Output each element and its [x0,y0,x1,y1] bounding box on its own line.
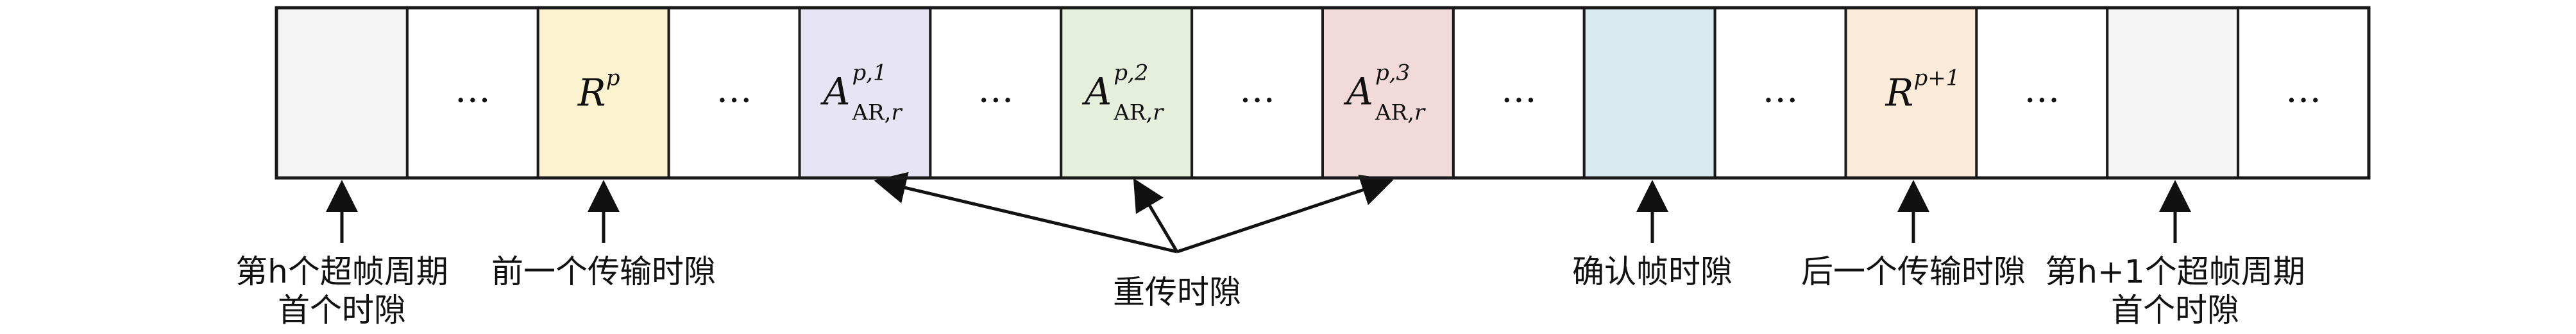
slot-symbol-superscript: p [606,66,620,91]
slot-ellipsis: … [1239,69,1275,111]
caption-next-tx: 后一个传输时隙 [1801,253,2026,290]
slot-row-frame [275,6,2371,180]
slot-symbol-superscript: p,2 [1114,60,1148,86]
slot-0 [275,6,409,179]
slot-1 [405,6,539,179]
slot-symbol-a: A [820,70,850,114]
slot-symbol-a: A [1081,70,1112,114]
caption-ack: 确认帧时隙 [1572,253,1733,290]
label-arrows [326,171,2191,254]
slot-symbol-subscript: AR,r [851,100,902,126]
slot-symbol-a: A [1343,70,1373,114]
slot-ellipsis: … [978,69,1013,111]
slot-ellipsis: … [716,69,752,111]
caption-first-slot-h1-line2: 首个时隙 [2111,292,2239,329]
slot-ellipsis: … [455,69,491,111]
slot-symbol-subscript: AR,r [1375,100,1426,126]
slot-2 [536,6,670,179]
slot-ellipsis: … [2024,69,2060,111]
slot-symbol-superscript: p,3 [1375,60,1410,86]
slot-ellipsis: … [2285,69,2321,111]
arrow-retx-2 [1133,178,1179,253]
slot-symbol-r: R [577,71,606,115]
slot-ellipsis: … [1763,69,1799,111]
caption-retx: 重传时隙 [1113,274,1241,311]
slot-symbol-superscript: p,1 [852,60,886,86]
slot-ellipsis: … [1501,69,1537,111]
slot-6 [1060,6,1194,179]
slot-8 [1321,6,1455,179]
slot-9 [1452,6,1586,179]
slot-symbol-superscript: p+1 [1913,66,1960,91]
arrow-retx-3 [1176,174,1394,254]
arrow-retx-1 [874,171,1178,254]
slot-12 [1844,6,1978,179]
slot-symbol-r: R [1885,71,1914,115]
slot-symbol-subscript: AR,r [1113,100,1164,126]
slot-15 [2237,6,2370,179]
caption-first-slot-h-line1: 第h个超帧周期 [235,253,448,290]
caption-first-slot-h-line2: 首个时隙 [278,292,406,329]
slot-14 [2106,6,2240,179]
slot-4 [798,6,932,179]
caption-prev-tx: 前一个传输时隙 [491,253,716,290]
slot-10 [1582,6,1716,179]
caption-first-slot-h1-line1: 第h+1个超帧周期 [2045,253,2305,290]
captions: 第h个超帧周期 首个时隙 前一个传输时隙 重传时隙 确认帧时隙 后一个传输时隙 … [235,253,2305,329]
